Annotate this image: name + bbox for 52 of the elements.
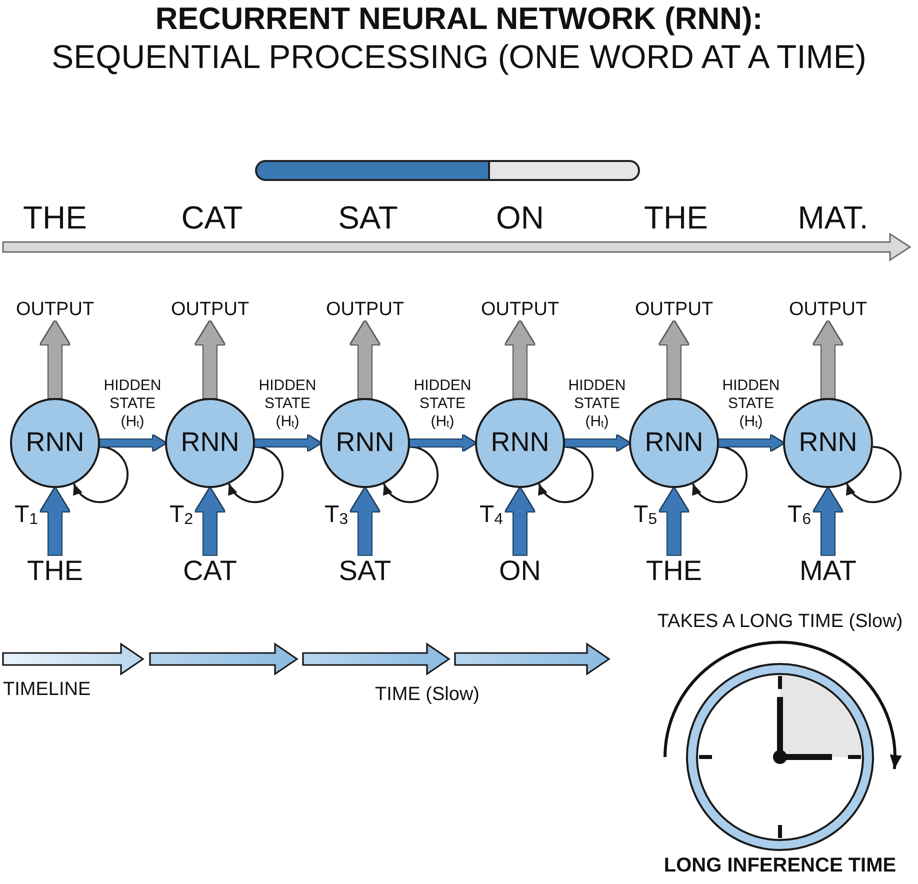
sentence-word: ON	[496, 200, 544, 236]
sentence-word: THE	[23, 200, 87, 236]
input-word: ON	[499, 554, 541, 588]
title: RECURRENT NEURAL NETWORK (RNN): SEQUENTIAL PROCESSING (ONE WORD AT A TIME)	[50, 0, 868, 76]
self-loop-arrow	[538, 446, 594, 504]
rnn-cell: RNN	[629, 398, 719, 488]
hidden-state-arrow	[565, 436, 630, 450]
input-word: THE	[646, 554, 702, 588]
output-arrow	[198, 321, 222, 398]
input-word: MAT	[799, 554, 857, 588]
hidden-state-arrow	[255, 436, 320, 450]
rnn-cell: RNN	[320, 398, 410, 488]
rnn-cell: RNN	[475, 398, 565, 488]
output-arrow	[662, 321, 686, 398]
self-loop-arrow	[383, 446, 439, 504]
output-arrow	[353, 321, 377, 398]
input-arrow	[353, 488, 377, 555]
input-word: SAT	[338, 554, 392, 588]
input-arrow	[816, 488, 840, 555]
rnn-cell: RNN	[783, 398, 873, 488]
output-label: OUTPUT	[634, 299, 714, 321]
sentence-word: MAT.	[798, 200, 868, 236]
sentence-word: THE	[644, 200, 708, 236]
output-label: OUTPUT	[326, 299, 404, 321]
clock-caption: LONG INFERENCE TIME	[664, 854, 896, 878]
input-arrow	[662, 488, 686, 555]
clock-note: TAKES A LONG TIME (Slow)	[657, 611, 903, 633]
rnn-cell: RNN	[165, 398, 255, 488]
self-loop-arrow	[846, 446, 902, 504]
output-arrow	[43, 321, 67, 398]
output-label: OUTPUT	[480, 299, 560, 321]
input-arrow	[43, 488, 67, 555]
hidden-state-arrow	[410, 436, 476, 450]
self-loop-arrow	[73, 446, 129, 504]
self-loop-arrow	[228, 446, 284, 504]
output-label: OUTPUT	[16, 299, 94, 321]
rnn-cell: RNN	[10, 398, 100, 488]
output-label: OUTPUT	[788, 299, 868, 321]
output-arrow	[816, 321, 840, 398]
input-word: CAT	[183, 554, 237, 588]
sentence-word: CAT	[181, 200, 243, 236]
hidden-state-arrow	[719, 436, 784, 450]
hidden-state-arrow	[100, 436, 166, 450]
input-arrow	[198, 488, 222, 555]
timeline-label: TIMELINE	[3, 679, 91, 701]
input-word: THE	[27, 554, 83, 588]
input-arrow	[508, 488, 532, 555]
sentence-word: SAT	[338, 200, 398, 236]
self-loop-arrow	[692, 446, 748, 504]
output-arrow	[508, 321, 532, 398]
output-label: OUTPUT	[170, 299, 250, 321]
time-label: TIME (Slow)	[375, 684, 480, 706]
